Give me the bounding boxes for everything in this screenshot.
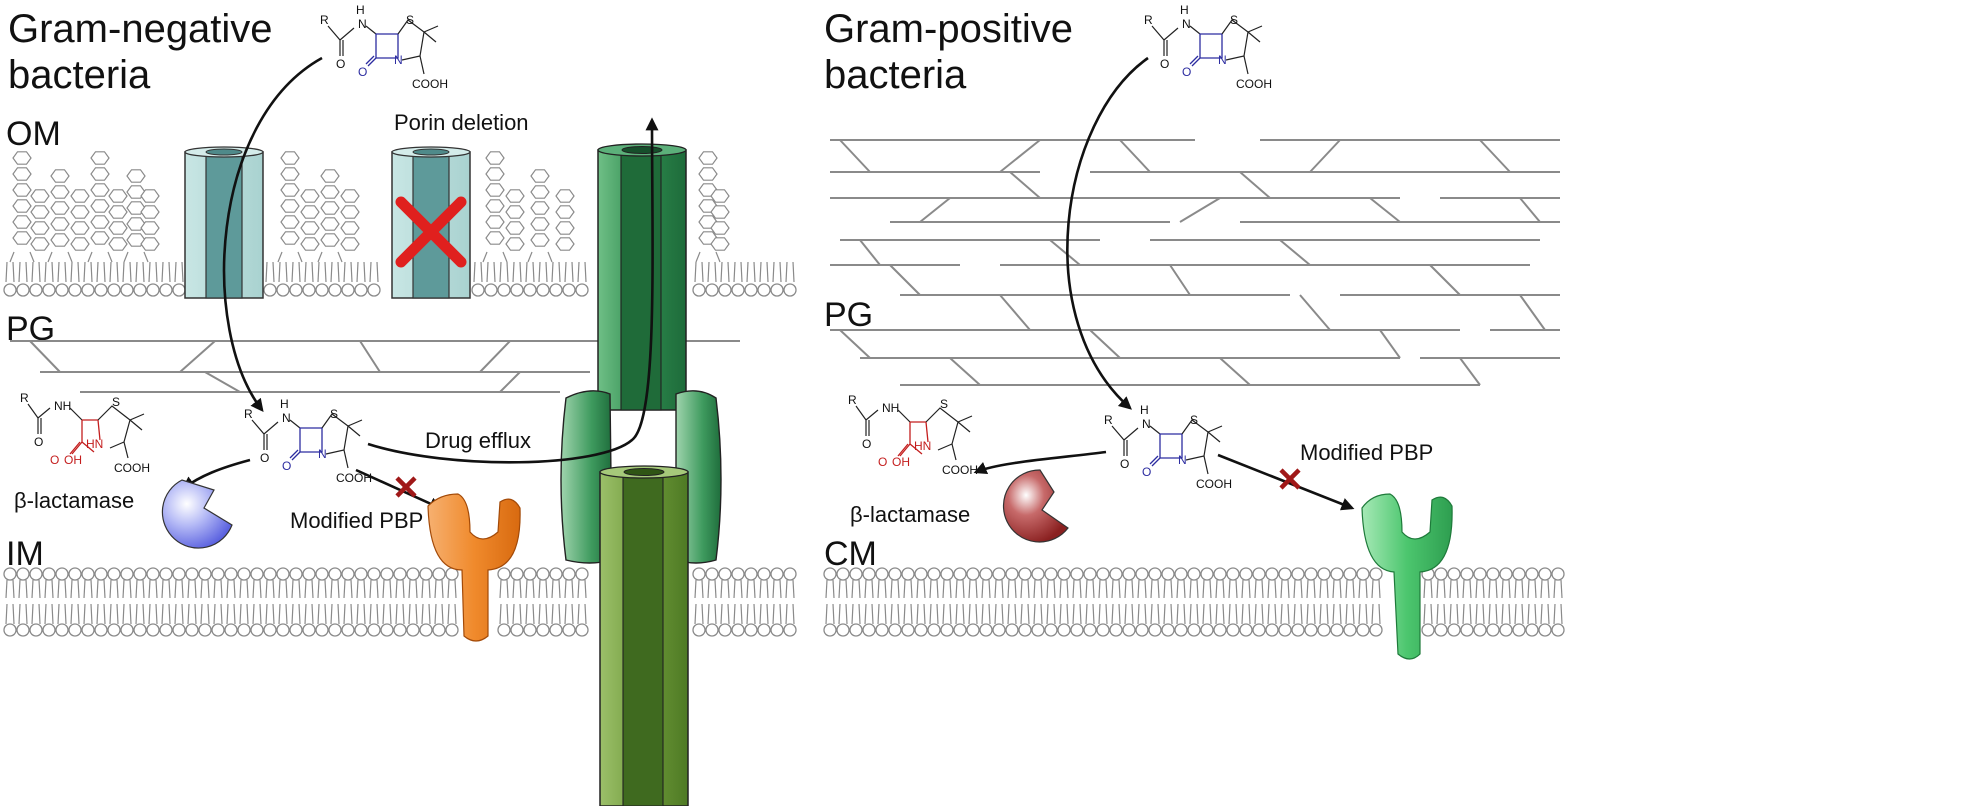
svg-text:N: N	[1218, 53, 1227, 67]
cm-label: CM	[824, 535, 877, 573]
svg-text:R: R	[1144, 13, 1153, 27]
right-title-line1: Gram-positive	[824, 7, 1073, 51]
svg-text:NH: NH	[882, 401, 899, 415]
modified-pbp-label-left: Modified PBP	[290, 508, 423, 533]
drug-efflux-arrow	[367, 117, 659, 464]
pbp-inhibition-cross-icon-left	[395, 476, 417, 498]
lps-outer-leaflet	[9, 151, 730, 263]
svg-text:O: O	[1160, 57, 1169, 71]
outer-membrane-lipids	[3, 261, 797, 297]
modified-pbp-label-right: Modified PBP	[1300, 440, 1433, 465]
svg-text:S: S	[112, 395, 120, 409]
svg-text:O: O	[1142, 465, 1151, 479]
beta-lactamase-label-left: β-lactamase	[14, 488, 134, 513]
inner-membrane-lipids	[3, 567, 797, 637]
svg-text:O: O	[260, 451, 269, 465]
svg-text:H: H	[1180, 3, 1189, 17]
pbp-arrow-left	[355, 468, 443, 510]
svg-text:R: R	[244, 407, 253, 421]
svg-text:S: S	[1190, 413, 1198, 427]
svg-text:R: R	[320, 13, 329, 27]
svg-text:O: O	[282, 459, 291, 473]
influx-arrow-left	[222, 56, 323, 413]
cytoplasmic-membrane-lipids	[823, 567, 1565, 637]
beta-lactamase-enzyme-right	[1002, 469, 1069, 543]
left-title-line2: bacteria	[8, 53, 151, 97]
beta-lactamase-arrow-right	[973, 450, 1107, 475]
svg-text:COOH: COOH	[114, 461, 150, 475]
svg-text:O: O	[862, 437, 871, 451]
svg-text:NH: NH	[54, 399, 71, 413]
hydrolyzed-penicillin-left: R O NH O OH HN S COOH	[20, 391, 150, 475]
svg-text:HN: HN	[914, 439, 931, 453]
svg-text:COOH: COOH	[942, 463, 978, 477]
svg-text:N: N	[1182, 17, 1191, 31]
porin-deletion-label: Porin deletion	[394, 110, 529, 135]
svg-text:COOH: COOH	[336, 471, 372, 485]
modified-pbp-right	[1361, 493, 1453, 660]
im-label: IM	[6, 535, 44, 573]
svg-text:N: N	[282, 411, 291, 425]
porin-deletion-cross-icon	[395, 196, 467, 268]
svg-text:R: R	[1104, 413, 1113, 427]
svg-text:R: R	[20, 391, 29, 405]
modified-pbp-left	[427, 493, 521, 642]
beta-lactamase-label-right: β-lactamase	[850, 502, 970, 527]
right-title-line2: bacteria	[824, 53, 967, 97]
deleted-porin	[391, 146, 471, 299]
svg-text:S: S	[406, 13, 414, 27]
svg-text:N: N	[1142, 417, 1151, 431]
svg-text:N: N	[318, 447, 327, 461]
svg-text:S: S	[1230, 13, 1238, 27]
svg-text:N: N	[358, 17, 367, 31]
svg-text:H: H	[280, 397, 289, 411]
svg-text:COOH: COOH	[412, 77, 448, 91]
svg-text:O: O	[1182, 65, 1191, 79]
beta-lactamase-enzyme-left	[161, 479, 233, 549]
svg-text:O: O	[358, 65, 367, 79]
svg-text:COOH: COOH	[1196, 477, 1232, 491]
svg-text:HN: HN	[86, 437, 103, 451]
svg-text:N: N	[394, 53, 403, 67]
svg-text:O: O	[878, 455, 887, 469]
pbp-inhibition-cross-icon-right	[1279, 468, 1301, 490]
svg-text:OH: OH	[64, 453, 82, 467]
om-label: OM	[6, 115, 61, 153]
drug-efflux-label: Drug efflux	[425, 428, 531, 453]
svg-text:S: S	[940, 397, 948, 411]
left-title-line1: Gram-negative	[8, 7, 273, 51]
peptidoglycan-layer-right	[830, 139, 1560, 386]
svg-text:O: O	[34, 435, 43, 449]
svg-text:N: N	[1178, 453, 1187, 467]
svg-text:H: H	[356, 3, 365, 17]
influx-arrow-right	[1066, 56, 1149, 410]
svg-text:O: O	[1120, 457, 1129, 471]
svg-text:R: R	[848, 393, 857, 407]
svg-text:COOH: COOH	[1236, 77, 1272, 91]
hydrolyzed-penicillin-right: R O NH O OH HN S COOH	[848, 393, 978, 477]
svg-text:H: H	[1140, 403, 1149, 417]
svg-text:OH: OH	[892, 455, 910, 469]
svg-text:O: O	[336, 57, 345, 71]
pg-label-right: PG	[824, 296, 873, 334]
svg-text:O: O	[50, 453, 59, 467]
efflux-pump	[560, 143, 722, 806]
svg-text:S: S	[330, 407, 338, 421]
